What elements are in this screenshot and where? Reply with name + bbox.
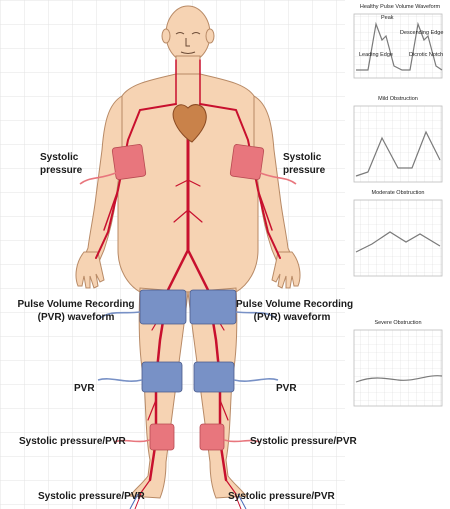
severe-panel-title: Severe Obstruction [374, 320, 422, 326]
mild-panel-title: Mild Obstruction [378, 96, 418, 102]
moderate-panel-title: Moderate Obstruction [371, 190, 425, 196]
label-left-thigh-line1: Pulse Volume Recording [17, 299, 135, 310]
label-left-calf: PVR [74, 383, 95, 394]
left-ankle-cuff [149, 423, 175, 451]
heart [172, 104, 207, 143]
waveform-panels [353, 13, 443, 407]
left-arm-cuff [111, 144, 147, 180]
label-right-thigh: Pulse Volume Recording (PVR) waveform [236, 298, 354, 324]
right-calf-tube [233, 378, 279, 382]
right-ankle-cuff [199, 423, 225, 451]
left-toe-probe [129, 493, 139, 509]
annotation-leading-edge: Leading Edge [359, 52, 393, 58]
label-right-ankle: Systolic pressure/PVR [250, 436, 357, 447]
severe-waveform [355, 375, 443, 383]
right-toe-probe [237, 493, 247, 509]
left-calf-cuff [141, 361, 183, 393]
label-left-arm-line2: pressure [40, 165, 83, 176]
severe-panel [353, 329, 443, 407]
healthy-waveform [356, 21, 443, 71]
face [175, 32, 201, 54]
label-left-arm: Systolic pressure [40, 151, 92, 177]
right-calf-cuff [193, 361, 235, 393]
moderate-panel [353, 199, 443, 277]
right-ear [205, 28, 215, 44]
left-arm-tube [79, 171, 119, 185]
annotation-peak: Peak [381, 15, 394, 21]
left-thigh-tube [99, 311, 141, 319]
annotation-descending-edge: Descending Edge [400, 30, 444, 36]
right-thigh-cuff [189, 289, 237, 325]
mild-panel [353, 105, 443, 183]
label-right-thigh-line1: Pulse Volume Recording [236, 299, 354, 310]
right-arm-cuff [229, 144, 265, 180]
mild-waveform [355, 130, 441, 177]
label-right-arm-line2: pressure [283, 165, 326, 176]
right-thigh-tube [235, 311, 277, 319]
right-ankle-tube [223, 439, 261, 443]
cuff-tubes [79, 171, 297, 443]
cuffs [111, 144, 265, 451]
left-ear [161, 28, 171, 44]
healthy-panel-title: Healthy Pulse Volume Waveform [359, 4, 441, 10]
left-arm [81, 95, 123, 265]
label-right-foot: Systolic pressure/PVR [228, 491, 335, 502]
right-arm-tube [257, 171, 297, 185]
toe-probes [129, 493, 247, 509]
label-right-calf: PVR [276, 383, 297, 394]
left-thigh-cuff [139, 289, 187, 325]
left-calf-tube [97, 378, 143, 382]
label-right-arm-line1: Systolic [283, 152, 322, 163]
label-left-arm-line1: Systolic [40, 152, 79, 163]
left-ankle-tube [113, 439, 151, 443]
neck [175, 55, 201, 77]
label-left-thigh: Pulse Volume Recording (PVR) waveform [2, 298, 150, 324]
label-left-ankle: Systolic pressure/PVR [19, 436, 126, 447]
left-hand [75, 251, 105, 289]
label-left-thigh-line2: (PVR) waveform [37, 312, 115, 323]
right-arm [253, 95, 295, 265]
annotation-dicrotic-notch: Dicrotic Notch [409, 52, 444, 58]
label-right-arm: Systolic pressure [283, 151, 339, 177]
moderate-waveform [355, 231, 441, 253]
label-right-thigh-line2: (PVR) waveform [253, 312, 331, 323]
label-left-foot: Systolic pressure/PVR [38, 491, 145, 502]
right-hand [271, 251, 301, 289]
